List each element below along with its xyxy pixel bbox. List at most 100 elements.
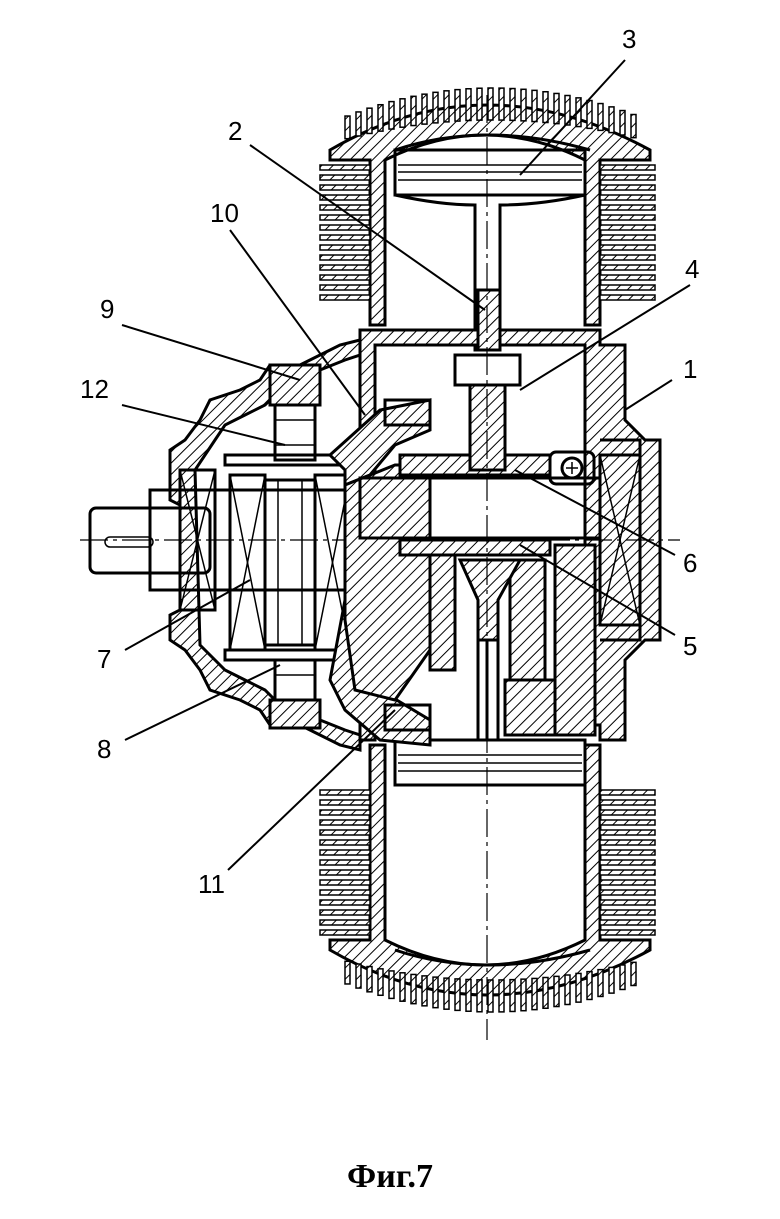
cooling-fin <box>599 284 656 291</box>
upper-cooling-fins <box>319 87 656 301</box>
cooling-fin <box>599 919 656 926</box>
cooling-fin <box>487 979 494 1013</box>
cooling-fin <box>319 899 371 906</box>
cooling-fin <box>319 879 371 886</box>
cooling-fin <box>319 204 371 211</box>
crankshaft <box>358 288 602 740</box>
cooling-fin <box>542 976 549 1010</box>
cooling-fin <box>319 859 371 866</box>
cooling-fin <box>599 889 656 896</box>
cooling-fin <box>319 909 371 916</box>
cooling-fin <box>599 174 656 181</box>
cooling-fin <box>599 204 656 211</box>
upper-cylinder <box>319 87 656 352</box>
cooling-fin <box>599 184 656 191</box>
cooling-fin <box>319 224 371 231</box>
cooling-fin <box>319 869 371 876</box>
cooling-fin <box>355 111 362 137</box>
cooling-fin <box>599 849 656 856</box>
cooling-fin <box>599 224 656 231</box>
cooling-fin <box>319 849 371 856</box>
callout-1: 1 <box>683 354 697 384</box>
cooling-fin <box>564 974 571 1006</box>
cooling-fin <box>319 174 371 181</box>
cooling-fin <box>542 90 549 124</box>
cooling-fin <box>454 88 461 122</box>
cooling-fin <box>586 970 593 1001</box>
bevel-gear <box>327 398 432 747</box>
figure-caption: Фиг.7 <box>347 1158 433 1195</box>
cooling-fin <box>410 95 417 127</box>
callout-8: 8 <box>97 734 111 764</box>
cooling-fin <box>509 87 516 122</box>
callout-7: 7 <box>97 644 111 674</box>
cooling-fin <box>619 109 626 136</box>
cooling-fin <box>564 94 571 126</box>
cooling-fin <box>319 889 371 896</box>
cooling-fin <box>498 979 505 1013</box>
cooling-fin <box>443 977 450 1010</box>
lower-cylinder <box>319 738 656 1013</box>
cooling-fin <box>319 264 371 271</box>
cooling-fin <box>366 107 373 135</box>
cooling-fin <box>476 979 483 1013</box>
cooling-fin <box>599 264 656 271</box>
cooling-fin <box>319 839 371 846</box>
cooling-fin <box>421 93 428 125</box>
callout-3: 3 <box>622 24 636 54</box>
cooling-fin <box>319 164 371 171</box>
cooling-fin <box>465 978 472 1012</box>
lower-cooling-fins <box>319 789 656 1013</box>
cooling-fin <box>599 214 656 221</box>
cooling-fin <box>509 978 516 1013</box>
cooling-fin <box>319 799 371 806</box>
callout-5: 5 <box>683 631 697 661</box>
callout-2: 2 <box>228 116 242 146</box>
cooling-fin <box>319 274 371 281</box>
cooling-fin <box>599 274 656 281</box>
ring-gear <box>223 363 342 730</box>
cooling-fin <box>319 284 371 291</box>
cooling-fin <box>319 234 371 241</box>
cooling-fin <box>355 963 362 989</box>
cooling-fin <box>599 859 656 866</box>
cooling-fin <box>553 975 560 1008</box>
cooling-fin <box>344 960 351 985</box>
cooling-fin <box>319 194 371 201</box>
callout-9: 9 <box>100 294 114 324</box>
cooling-fin <box>520 978 527 1012</box>
cooling-fin <box>630 961 637 987</box>
leader-lines <box>121 59 691 871</box>
cooling-fin <box>597 968 604 998</box>
cooling-fin <box>608 106 615 134</box>
callout-6: 6 <box>683 548 697 578</box>
cooling-fin <box>319 254 371 261</box>
cooling-fin <box>630 113 637 139</box>
cooling-fin <box>344 115 351 140</box>
cooling-fin <box>599 234 656 241</box>
cooling-fin <box>399 972 406 1002</box>
cooling-fin <box>599 899 656 906</box>
cooling-fin <box>599 879 656 886</box>
cooling-fin <box>553 92 560 125</box>
cooling-fin <box>599 869 656 876</box>
shaft-bearings <box>228 473 352 652</box>
cooling-fin <box>410 973 417 1005</box>
cooling-fin <box>319 919 371 926</box>
cooling-fin <box>599 809 656 816</box>
cooling-fin <box>599 194 656 201</box>
cooling-fin <box>476 87 483 121</box>
cooling-fin <box>599 254 656 261</box>
cooling-fin <box>432 976 439 1009</box>
cooling-fin <box>597 102 604 132</box>
cooling-fin <box>575 972 582 1003</box>
cooling-fin <box>487 87 494 121</box>
cooling-fin <box>377 968 384 997</box>
cooling-fin <box>608 966 615 994</box>
cooling-fin <box>599 799 656 806</box>
cooling-fin <box>366 965 373 993</box>
callout-10: 10 <box>210 198 239 228</box>
cooling-fin <box>377 103 384 132</box>
cooling-fin <box>531 977 538 1011</box>
